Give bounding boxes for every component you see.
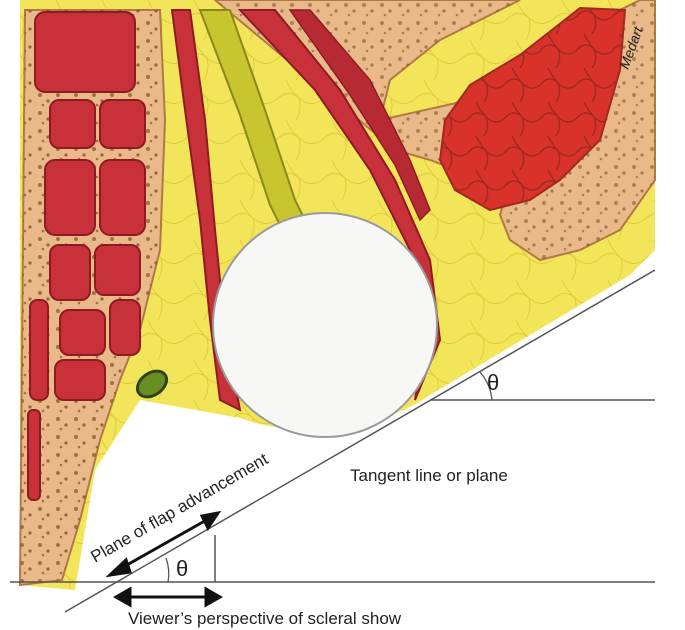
viewer-perspective-arrow-icon — [116, 589, 220, 605]
theta-upper-label: θ — [487, 370, 499, 395]
angle-arc-lower — [166, 558, 169, 582]
viewer-perspective-label: Viewer’s perspective of scleral show — [128, 609, 402, 628]
tangent-line-label: Tangent line or plane — [350, 466, 508, 485]
theta-lower-label: θ — [176, 556, 188, 581]
globe — [213, 213, 437, 437]
